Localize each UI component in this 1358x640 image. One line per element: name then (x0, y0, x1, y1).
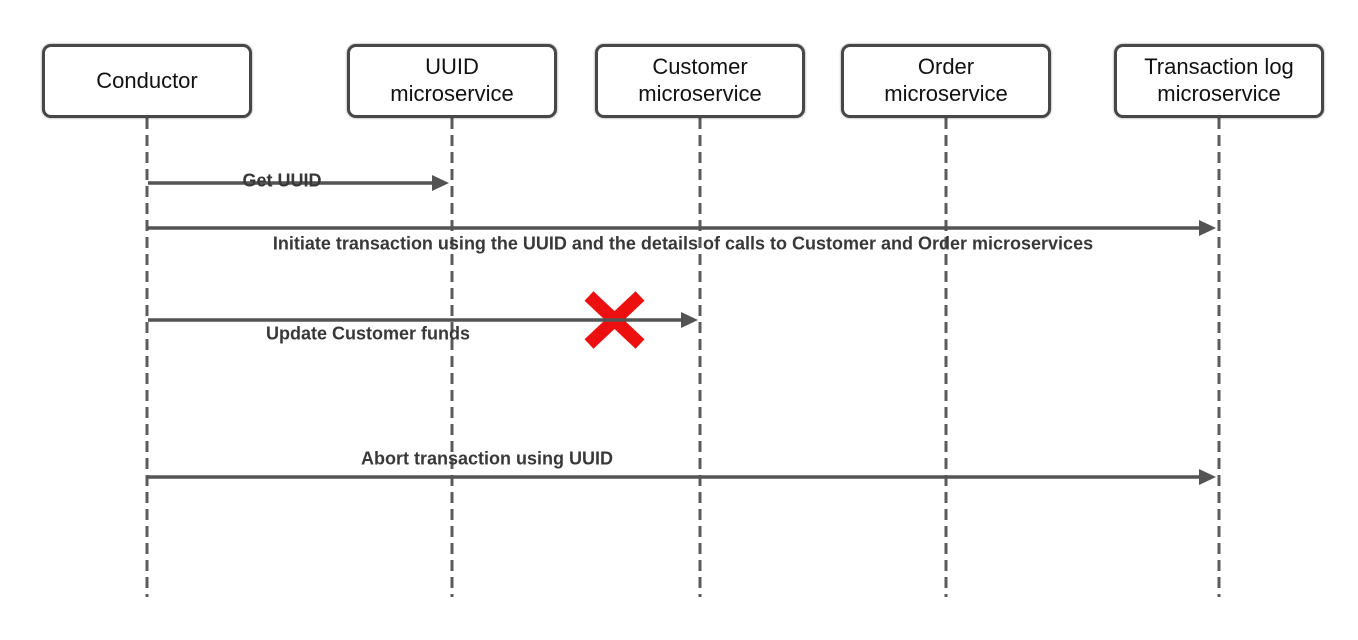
arrowhead-icon (1199, 220, 1216, 236)
actor-label-line: Conductor (96, 67, 198, 93)
arrowhead-icon (681, 312, 698, 328)
actor-box-customer-microservice: Customer microservice (595, 44, 805, 118)
arrowhead-icon (432, 175, 449, 191)
message-label-get-uuid: Get UUID (242, 170, 322, 191)
actor-box-uuid-microservice: UUID microservice (347, 44, 557, 118)
actor-label: Conductor (96, 68, 198, 95)
actor-label: UUID microservice (390, 54, 513, 108)
actor-box-conductor: Conductor (42, 44, 252, 118)
actor-label-line: Customer (652, 54, 748, 80)
actor-label-line: microservice (884, 81, 1008, 106)
actor-label-line: Transaction log (1144, 54, 1294, 80)
actor-label-line: microservice (1157, 81, 1281, 106)
actor-box-order-microservice: Order microservice (841, 44, 1051, 118)
actor-label-line: microservice (638, 81, 762, 106)
message-arrow-get-uuid (148, 175, 449, 191)
message-label-update-customer-funds: Update Customer funds (265, 323, 471, 344)
actor-label-line: Order (917, 54, 975, 80)
message-arrow-abort-transaction (148, 469, 1216, 485)
actor-label: Customer microservice (638, 54, 761, 108)
arrowhead-icon (1199, 469, 1216, 485)
actor-box-transaction-log-microservice: Transaction log microservice (1114, 44, 1324, 118)
message-label-initiate-transaction: Initiate transaction using the UUID and … (272, 233, 1094, 254)
actor-label: Transaction log microservice (1144, 54, 1294, 108)
message-label-abort-transaction: Abort transaction using UUID (360, 448, 614, 469)
message-arrow-initiate-transaction (148, 220, 1216, 236)
actor-label-line: UUID (425, 54, 479, 80)
actor-label-line: microservice (390, 81, 514, 106)
actor-label: Order microservice (884, 54, 1007, 108)
message-arrow-update-customer-funds (148, 312, 698, 328)
